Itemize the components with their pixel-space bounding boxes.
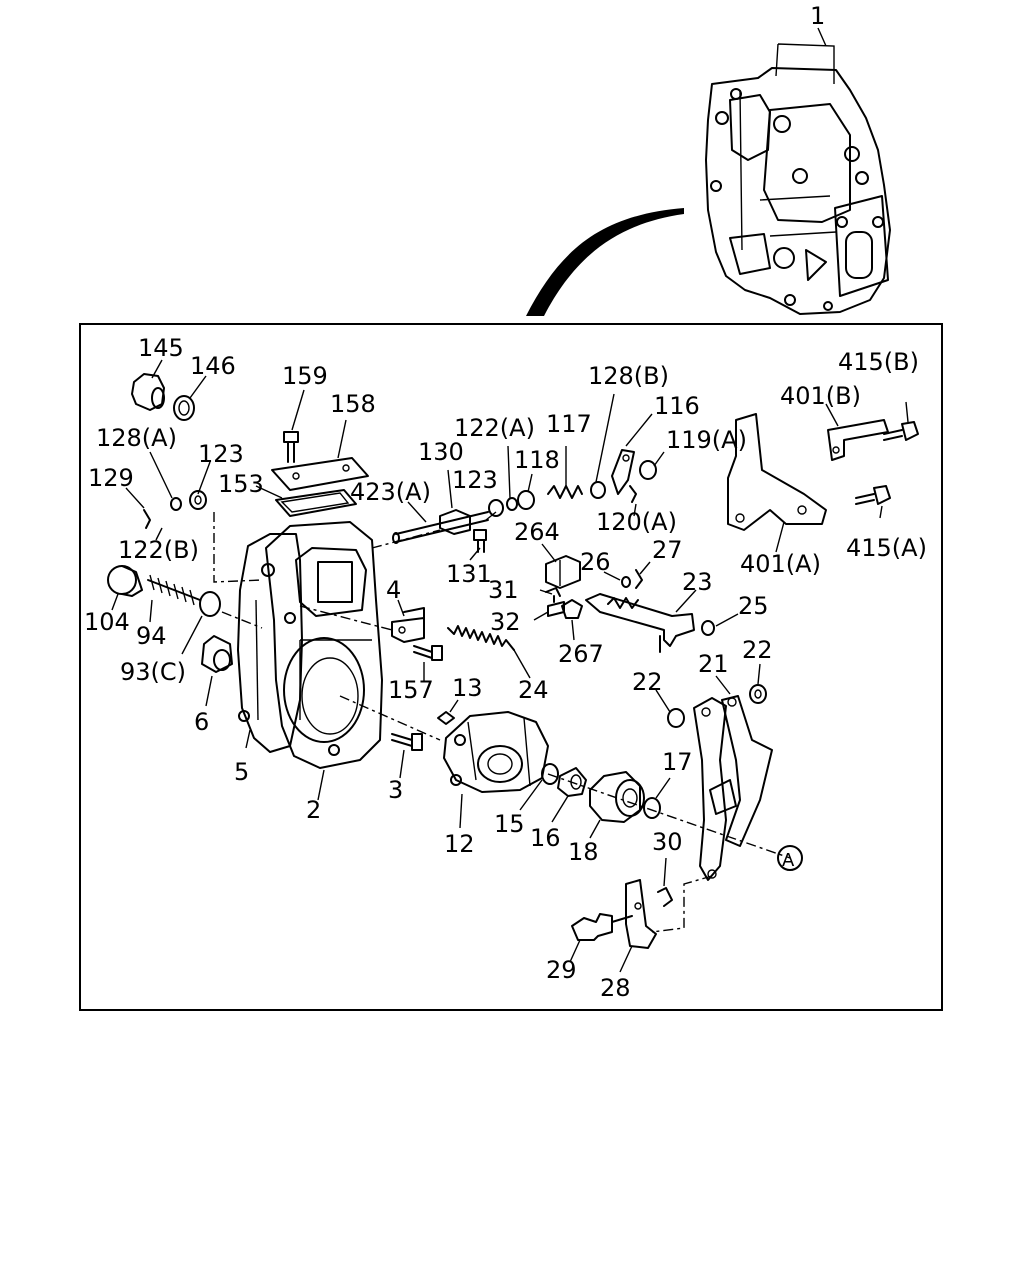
label-part-21: 21 — [698, 650, 729, 678]
small-parts-129-128a-123 — [125, 451, 211, 541]
label-part-401b: 401(B) — [780, 382, 861, 410]
label-part-423a: 423(A) — [350, 478, 431, 506]
lever-23-drawing — [585, 589, 697, 653]
bolts-415-drawing — [855, 401, 919, 519]
label-part-22-right: 22 — [742, 636, 773, 664]
washer-146-drawing — [173, 375, 207, 421]
label-part-157: 157 — [388, 676, 434, 704]
label-part-23: 23 — [682, 568, 713, 596]
label-part-158: 158 — [330, 390, 376, 418]
label-part-1: 1 — [810, 2, 825, 30]
bolt-157-drawing — [413, 645, 443, 682]
label-part-130: 130 — [418, 438, 464, 466]
label-part-24: 24 — [518, 676, 549, 704]
parts-26-27-31-32-267 — [533, 561, 651, 641]
label-part-401a: 401(A) — [740, 550, 821, 578]
parts-128b-116-119a-120a — [371, 393, 665, 549]
callout-a-drawing — [777, 845, 803, 871]
bolt-159-drawing — [283, 389, 305, 463]
bracket-401a-drawing — [727, 413, 827, 553]
label-part-119a: 119(A) — [666, 426, 747, 454]
cover-158-drawing — [271, 419, 369, 491]
label-part-17: 17 — [662, 748, 693, 776]
label-part-120a: 120(A) — [596, 508, 677, 536]
label-part-146: 146 — [190, 352, 236, 380]
label-part-145: 145 — [138, 334, 184, 362]
label-part-5: 5 — [234, 758, 249, 786]
label-part-13: 13 — [452, 674, 483, 702]
nut-145-drawing — [131, 359, 165, 411]
label-part-18: 18 — [568, 838, 599, 866]
label-part-267: 267 — [558, 640, 604, 668]
label-part-30: 30 — [652, 828, 683, 856]
housing-5-drawing — [237, 533, 303, 753]
label-part-128a: 128(A) — [96, 424, 177, 452]
label-part-122b: 122(B) — [118, 536, 199, 564]
block-264-drawing — [541, 543, 581, 589]
label-part-26: 26 — [580, 548, 611, 576]
assembly-overview-drawing — [705, 27, 891, 315]
label-part-25: 25 — [738, 592, 769, 620]
parts-30-28-29 — [569, 857, 713, 973]
label-part-28: 28 — [600, 974, 631, 1002]
clip-25-drawing — [701, 613, 739, 636]
parts-104-94-93c-6 — [107, 565, 263, 707]
label-part-118: 118 — [514, 446, 560, 474]
label-part-15: 15 — [494, 810, 525, 838]
bolt-3-drawing — [391, 733, 423, 779]
callout-swoosh — [526, 208, 684, 316]
label-part-16: 16 — [530, 824, 561, 852]
label-part-415a: 415(A) — [846, 534, 927, 562]
parts-15-16-18-17 — [339, 695, 791, 859]
spring-24-drawing — [447, 625, 531, 679]
label-part-415b: 415(B) — [838, 348, 919, 376]
label-part-116: 116 — [654, 392, 700, 420]
label-part-264: 264 — [514, 518, 560, 546]
label-part-94: 94 — [136, 622, 167, 650]
label-part-a: A — [782, 850, 795, 871]
label-part-12: 12 — [444, 830, 475, 858]
shaft-423a-drawing — [392, 469, 489, 544]
label-part-2: 2 — [306, 796, 321, 824]
label-part-123-mid: 123 — [452, 466, 498, 494]
label-part-27: 27 — [652, 536, 683, 564]
parts-123-122a-118-117 — [485, 445, 583, 521]
label-part-131: 131 — [446, 560, 492, 588]
label-part-3: 3 — [388, 776, 403, 804]
label-part-123-left: 123 — [198, 440, 244, 468]
exploded-view-frame — [79, 323, 943, 1011]
label-part-104: 104 — [84, 608, 130, 636]
label-part-129: 129 — [88, 464, 134, 492]
bolt-131-drawing — [469, 529, 487, 561]
label-part-31: 31 — [488, 576, 519, 604]
label-part-153: 153 — [218, 470, 264, 498]
label-part-22-left: 22 — [632, 668, 663, 696]
part-labels: 1 145 146 159 158 128(B) 116 415(B) 401(… — [84, 2, 927, 1002]
clip-13-drawing — [437, 699, 459, 725]
label-part-159: 159 — [282, 362, 328, 390]
label-part-93c: 93(C) — [120, 658, 186, 686]
label-part-122a: 122(A) — [454, 414, 535, 442]
label-part-32: 32 — [490, 608, 521, 636]
label-part-4: 4 — [386, 576, 401, 604]
washers-22-drawing — [655, 663, 767, 728]
housing-2-drawing — [245, 521, 383, 801]
bracket-401b-drawing — [825, 403, 889, 461]
label-part-117: 117 — [546, 410, 592, 438]
lever-21-drawing — [693, 675, 773, 881]
label-part-128b: 128(B) — [588, 362, 669, 390]
label-part-29: 29 — [546, 956, 577, 984]
label-part-6: 6 — [194, 708, 209, 736]
bracket-4-drawing — [391, 599, 425, 643]
gasket-153-drawing — [255, 485, 357, 517]
